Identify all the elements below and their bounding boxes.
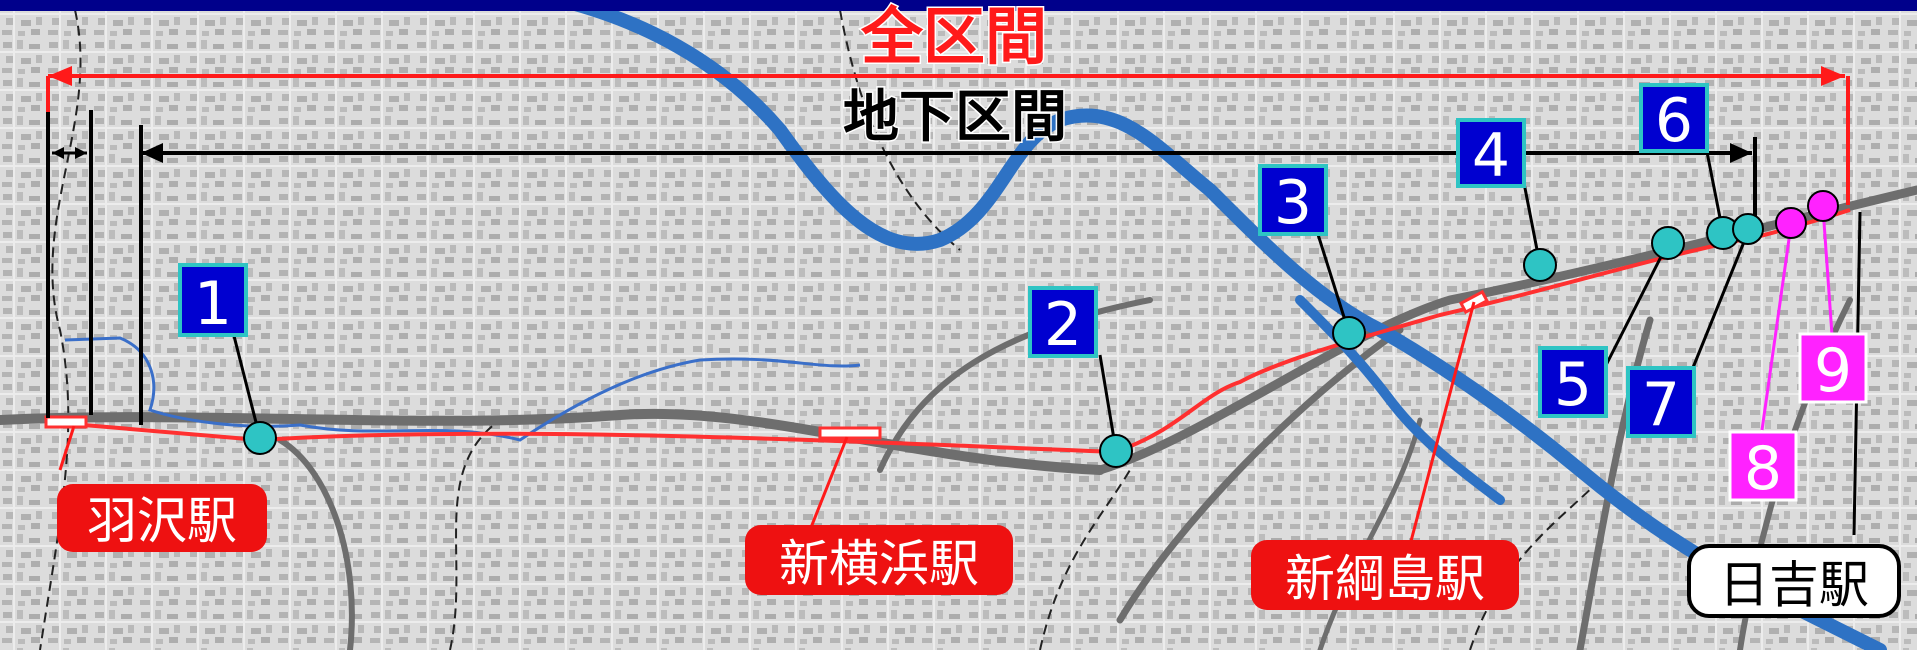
point-label-9: 9 bbox=[1798, 332, 1868, 406]
underground-span: 地下区間 bbox=[46, 84, 1757, 425]
shinyokohama-platform bbox=[818, 426, 882, 440]
svg-text:5: 5 bbox=[1554, 350, 1592, 420]
marker-4 bbox=[1523, 248, 1557, 282]
svg-text:2: 2 bbox=[1044, 290, 1082, 360]
marker-7 bbox=[1732, 213, 1764, 245]
svg-text:新綱島駅: 新綱島駅 bbox=[1285, 550, 1485, 608]
main-river bbox=[553, 0, 1887, 650]
svg-text:6: 6 bbox=[1655, 86, 1693, 156]
marker-2 bbox=[1099, 434, 1133, 468]
point-label-2: 2 bbox=[1028, 286, 1098, 360]
station-label-hiyoshi: 日吉駅 bbox=[1687, 544, 1901, 618]
marker-9 bbox=[1807, 190, 1839, 222]
leader-lines-magenta bbox=[1760, 207, 1834, 431]
svg-text:新横浜駅: 新横浜駅 bbox=[779, 535, 979, 593]
marker-1 bbox=[243, 421, 277, 455]
svg-text:4: 4 bbox=[1472, 121, 1510, 191]
header-bar bbox=[0, 0, 1917, 11]
point-label-5: 5 bbox=[1538, 346, 1608, 420]
svg-text:9: 9 bbox=[1814, 336, 1852, 406]
svg-text:3: 3 bbox=[1274, 168, 1312, 238]
point-markers bbox=[243, 190, 1839, 468]
marker-3 bbox=[1332, 316, 1366, 350]
svg-text:羽沢駅: 羽沢駅 bbox=[87, 492, 237, 550]
svg-text:7: 7 bbox=[1642, 370, 1680, 440]
point-label-4: 4 bbox=[1456, 118, 1526, 191]
hazawa-platform bbox=[44, 415, 88, 429]
point-label-8: 8 bbox=[1728, 430, 1798, 504]
main-river-branch bbox=[1295, 295, 1505, 505]
station-label-shintsunashima: 新綱島駅 bbox=[1251, 540, 1519, 610]
point-label-6: 6 bbox=[1639, 83, 1709, 156]
station-leaders bbox=[58, 301, 1476, 546]
full-span-label: 全区間 bbox=[860, 0, 1047, 73]
svg-text:日吉駅: 日吉駅 bbox=[1719, 556, 1869, 614]
marker-5 bbox=[1651, 226, 1685, 260]
svg-text:1: 1 bbox=[194, 269, 232, 339]
underground-span-label: 地下区間 bbox=[843, 85, 1067, 150]
marker-8 bbox=[1775, 207, 1807, 239]
route-line bbox=[47, 208, 1851, 455]
small-river bbox=[64, 336, 861, 442]
point-label-3: 3 bbox=[1258, 164, 1328, 238]
point-label-1: 1 bbox=[178, 263, 248, 339]
station-label-shinyokohama: 新横浜駅 bbox=[745, 525, 1013, 595]
station-label-hazawa: 羽沢駅 bbox=[57, 484, 267, 552]
full-span: 全区間 bbox=[46, 0, 1850, 205]
point-label-7: 7 bbox=[1626, 366, 1696, 440]
svg-text:8: 8 bbox=[1744, 434, 1782, 504]
